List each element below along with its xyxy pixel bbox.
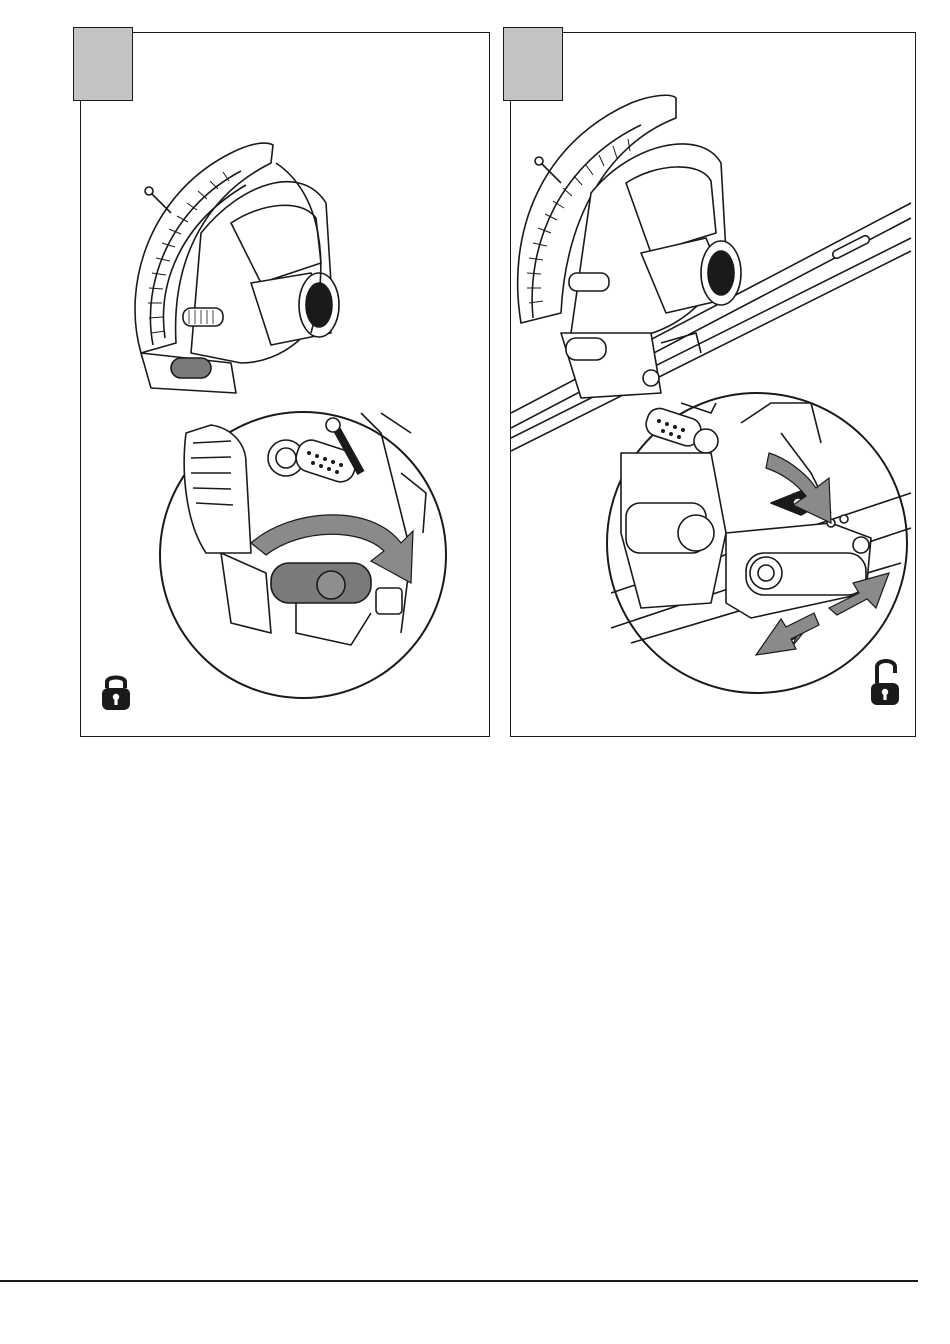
figure-panel-right	[510, 32, 916, 737]
figure-panel-left	[80, 32, 490, 737]
lock-open-icon	[867, 653, 903, 709]
miter-saw-illustration-locked	[81, 33, 491, 738]
lock-closed-icon	[99, 671, 133, 713]
footer-rule	[0, 1280, 918, 1282]
miter-saw-illustration-unlocked	[511, 33, 917, 738]
